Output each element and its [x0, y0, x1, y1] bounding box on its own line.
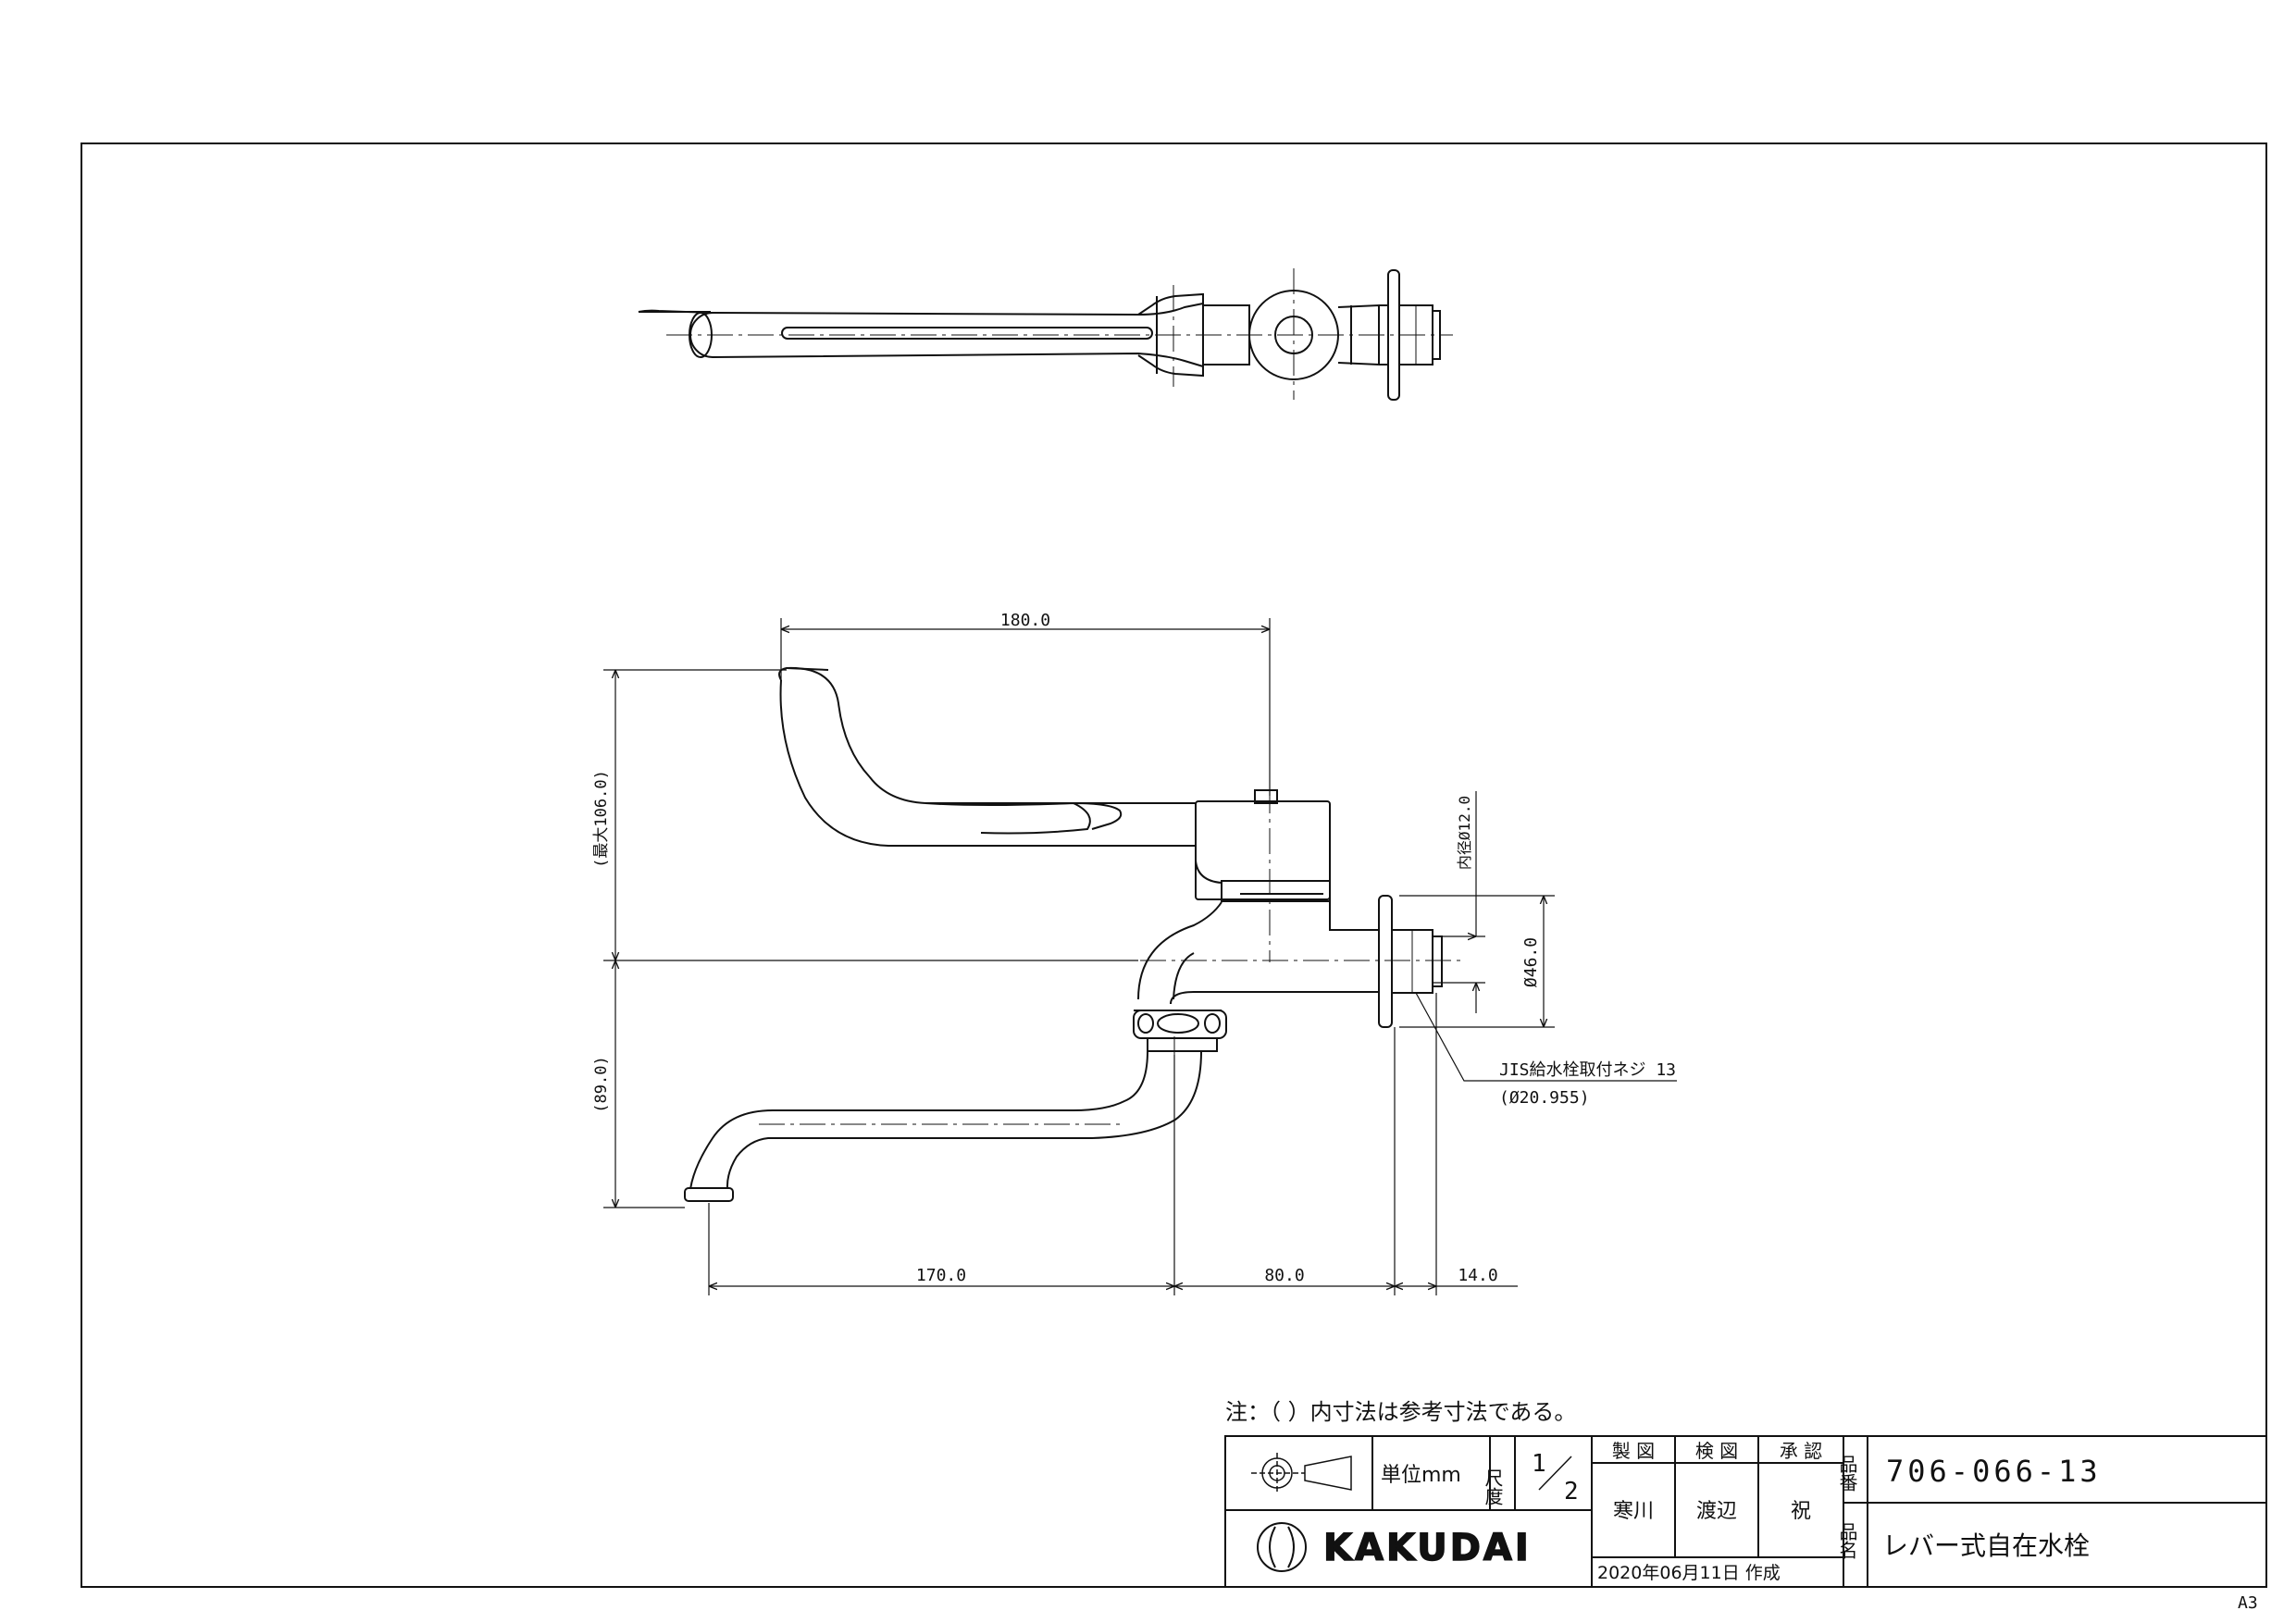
unit-label: 単位mm — [1381, 1464, 1461, 1487]
approved-by: 祝 — [1791, 1500, 1811, 1523]
projection-symbol-icon — [1251, 1453, 1352, 1493]
drawn-by: 寒川 — [1613, 1500, 1654, 1523]
reference-note: 注：（ ）内寸法は参考寸法である。 — [1225, 1399, 1576, 1425]
dim-top-width: 180.0 — [1000, 611, 1050, 630]
product-name: レバー式自在水栓 — [1882, 1530, 2090, 1561]
scale-numerator: 1 — [1532, 1450, 1546, 1478]
col-drawn: 製 図 — [1612, 1440, 1655, 1462]
date-line: 2020年06月11日 作成 — [1597, 1563, 1781, 1583]
title-block — [1224, 1435, 2267, 1588]
dim-max-height: (最大106.0) — [592, 770, 611, 868]
sheet-border — [81, 142, 2267, 1588]
part-no: 706-066-13 — [1886, 1454, 2102, 1489]
top-view-centerlines — [666, 268, 1453, 400]
sheet-size-label: A3 — [2238, 1593, 2258, 1613]
kakudai-logo-icon — [1257, 1522, 1307, 1572]
name-label: 品名 — [1836, 1522, 1858, 1559]
scale-label: 尺度 — [1482, 1468, 1504, 1505]
callout-thread-diameter: (Ø20.955) — [1499, 1088, 1590, 1108]
dim-thread-length: 14.0 — [1458, 1266, 1497, 1285]
brand-logo-text: KAKUDAI — [1323, 1527, 1532, 1569]
col-approved: 承 認 — [1780, 1440, 1822, 1462]
scale-denominator: 2 — [1564, 1478, 1579, 1505]
dim-spout-reach: 170.0 — [916, 1266, 966, 1285]
side-view-centerlines — [611, 625, 1462, 1279]
col-checked: 検 図 — [1695, 1440, 1738, 1462]
dim-flange-diameter: Ø46.0 — [1521, 937, 1541, 987]
dim-inner-diameter: 内径Ø12.0 — [1456, 796, 1473, 870]
checked-by: 渡辺 — [1696, 1500, 1737, 1523]
part-no-label: 品番 — [1836, 1455, 1858, 1492]
callout-thread-spec: JIS給水栓取付ネジ 13 — [1499, 1060, 1676, 1080]
dim-lower-height: (89.0) — [592, 1056, 611, 1112]
side-view — [684, 666, 1443, 1202]
dimension-lines — [603, 618, 1677, 1295]
dim-body-length: 80.0 — [1264, 1266, 1304, 1285]
